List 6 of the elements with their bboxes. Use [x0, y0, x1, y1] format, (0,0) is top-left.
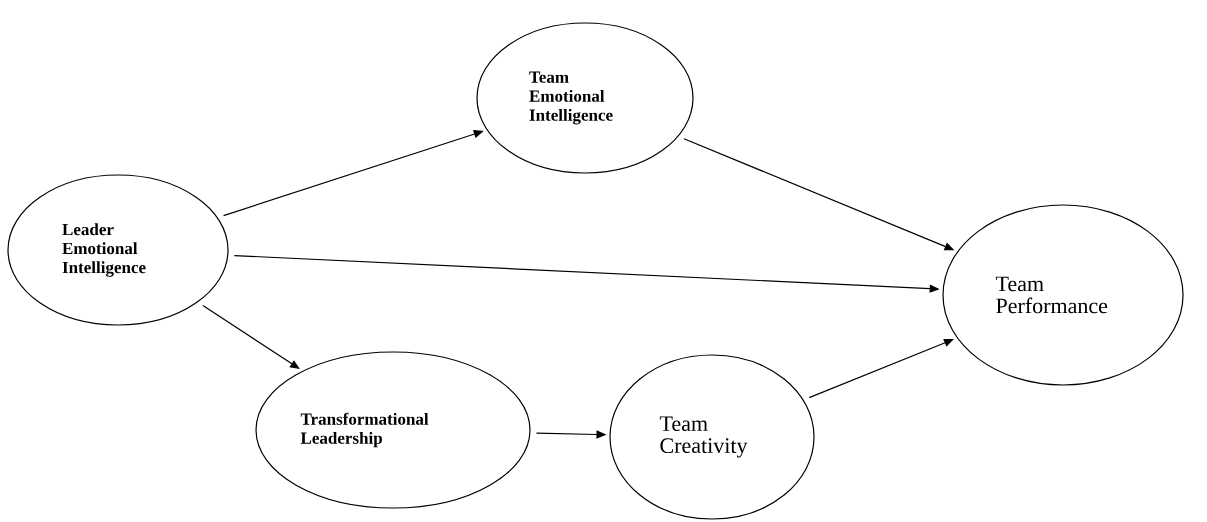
ellipse-node: Team Creativity [609, 354, 815, 520]
ellipse-node: Team Performance [942, 204, 1184, 386]
ellipse-node: Transformational Leadership [255, 351, 531, 509]
ellipse-node: Team Emotional Intelligence [476, 22, 694, 174]
arrow [808, 338, 954, 399]
ellipse-node: Leader Emotional Intelligence [7, 174, 229, 326]
